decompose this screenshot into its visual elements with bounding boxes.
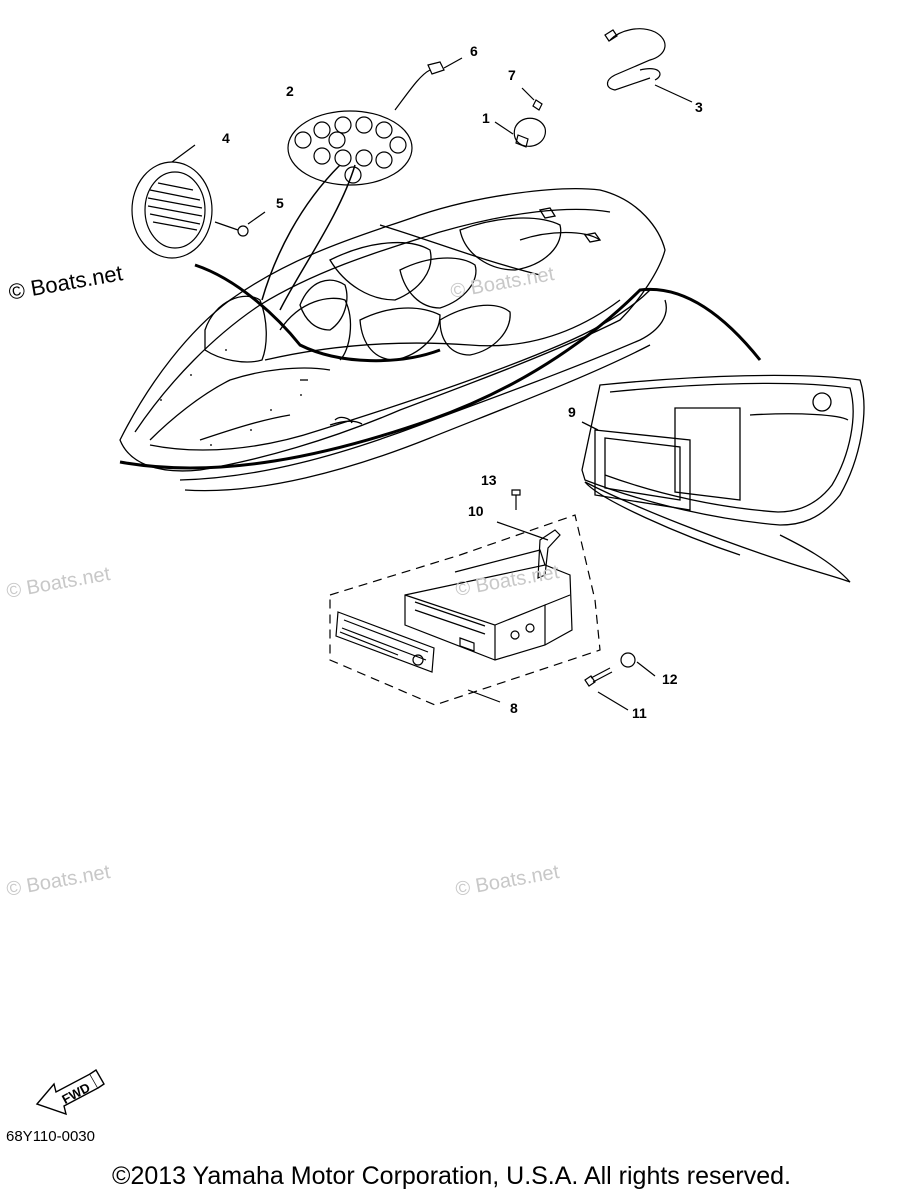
clamp-part-1 <box>494 87 547 148</box>
callout-1: 1 <box>482 110 490 126</box>
speaker-part-4 <box>131 144 213 259</box>
callout-11: 11 <box>632 705 647 721</box>
radio-part-8 <box>329 489 601 706</box>
screw-part-5 <box>214 211 266 237</box>
copyright-notice: ©2013 Yamaha Motor Corporation, U.S.A. A… <box>112 1162 791 1190</box>
callout-10: 10 <box>468 503 484 519</box>
callout-7: 7 <box>508 67 516 83</box>
fwd-label: FWD <box>59 1080 92 1107</box>
harness-part-3 <box>604 28 693 103</box>
callout-8: 8 <box>510 700 518 716</box>
callout-13: 13 <box>481 472 497 488</box>
bolt-part-11 <box>584 667 629 711</box>
leader-lines <box>261 164 356 311</box>
callout-9: 9 <box>568 404 576 420</box>
drawing-code: 68Y110-0030 <box>6 1128 95 1145</box>
nut-part-12 <box>620 652 656 677</box>
callout-6: 6 <box>470 43 478 59</box>
callout-labels: 1 2 3 4 5 6 7 8 9 10 11 12 13 <box>222 43 703 721</box>
storage-box-part-9 <box>581 374 865 583</box>
boat-drawing <box>119 188 667 492</box>
cap-part-6 <box>427 57 463 75</box>
wiring-lines <box>119 263 762 470</box>
fwd-arrow-icon: FWD <box>35 1069 105 1116</box>
callout-4: 4 <box>222 130 230 146</box>
callout-3: 3 <box>695 99 703 115</box>
callout-2: 2 <box>286 83 294 99</box>
callout-5: 5 <box>276 195 284 211</box>
switch-panel-part-2 <box>287 69 431 186</box>
callout-12: 12 <box>662 671 678 687</box>
